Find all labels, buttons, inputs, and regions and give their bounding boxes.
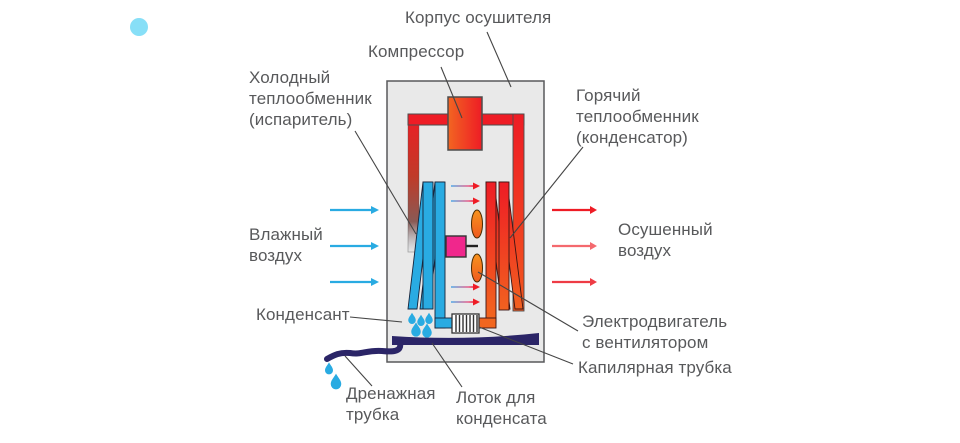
fan-motor: [445, 209, 483, 283]
electric-motor: [445, 235, 467, 258]
drain-tube-label: Дренажная трубка: [346, 384, 436, 424]
airflow-arrows: [451, 182, 480, 306]
water-drop-icon: [408, 312, 416, 324]
airflow-arrow: [451, 182, 480, 190]
leader-line: [478, 326, 574, 365]
water-drop-icon: [325, 362, 333, 375]
hot-coil: [477, 181, 524, 329]
dry-air-arrow: [552, 206, 597, 214]
humid-air-arrows: [330, 206, 379, 286]
drain-drops: [325, 362, 342, 390]
humid-air-arrow: [330, 206, 379, 214]
motor-fan-label: Электродвигатель с вентилятором: [582, 312, 728, 352]
leader-line: [486, 31, 512, 88]
fan-blade: [471, 253, 483, 283]
water-drop-icon: [330, 373, 342, 390]
dry-air-arrows: [552, 206, 597, 286]
water-drop-icon: [425, 312, 433, 324]
airflow-arrow: [451, 197, 480, 205]
capillary-tube: [451, 313, 480, 334]
leader-line: [349, 316, 403, 323]
cold-coil-outlet: [434, 317, 454, 329]
condensate-tray: [392, 333, 539, 345]
fan-blade: [471, 209, 483, 239]
tray-label: Лоток для конденсата: [456, 388, 547, 428]
compressor: [447, 96, 483, 151]
dry-air-label: Осушенный воздух: [618, 220, 713, 260]
humid-air-arrow: [330, 242, 379, 250]
leader-lines: [344, 31, 584, 388]
leader-line: [477, 271, 579, 332]
condensate-label: Конденсант: [256, 305, 350, 324]
condensate-drops: [408, 312, 433, 338]
leader-line: [344, 355, 373, 387]
dry-air-arrow: [552, 278, 597, 286]
legend-dot-icon: [130, 18, 148, 36]
water-drop-icon: [417, 314, 425, 326]
airflow-arrow: [451, 283, 480, 291]
water-drop-icon: [411, 322, 421, 337]
leader-line: [354, 130, 417, 235]
humid-air-arrow: [330, 278, 379, 286]
leader-line: [509, 146, 584, 239]
hot-exchanger-label: Горячий теплообменник (конденсатор): [576, 86, 699, 147]
compressor-label: Компрессор: [368, 42, 465, 61]
airflow-arrow: [451, 298, 480, 306]
leader-line: [431, 342, 463, 388]
leader-line: [440, 66, 463, 119]
cold-exchanger-label: Холодный теплообменник (испаритель): [249, 68, 372, 129]
water-drop-icon: [422, 323, 432, 338]
humid-air-label: Влажный воздух: [249, 225, 323, 265]
cold-coil: [407, 181, 454, 329]
pipe-right-leg: [512, 113, 525, 312]
capillary-label: Капилярная трубка: [578, 358, 732, 377]
body-label: Корпус осушителя: [405, 8, 552, 27]
drain-tube: [324, 340, 404, 362]
hot-coil-inlet: [477, 317, 497, 329]
dry-air-arrow: [552, 242, 597, 250]
